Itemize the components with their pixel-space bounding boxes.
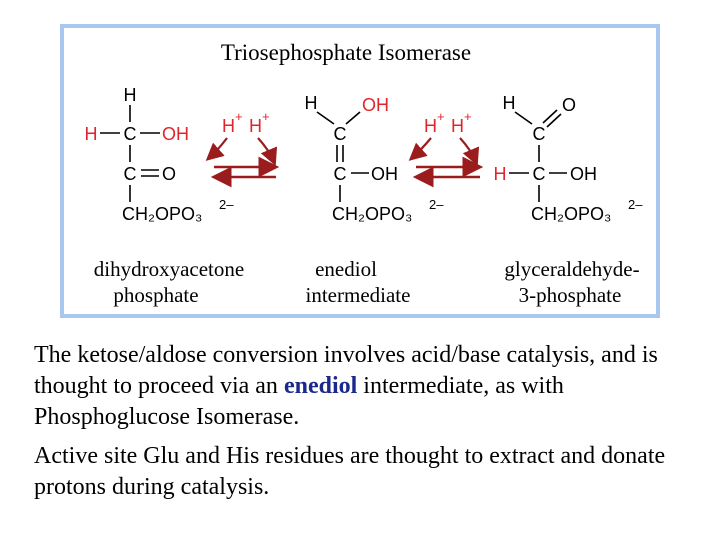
gap-charge: 2– (628, 197, 643, 212)
right-proton-h2: H (451, 116, 464, 136)
gap-name-line2: 3-phosphate (519, 283, 622, 307)
diagram-title: Triosephosphate Isomerase (221, 40, 471, 65)
right-curved-arrow-in (459, 137, 480, 167)
right-curved-arrow-out (408, 137, 432, 161)
left-proton-plus1: + (235, 109, 243, 124)
explanation-text: The ketose/aldose conversion involves ac… (34, 340, 704, 511)
enediol-row2-oh: OH (371, 164, 398, 184)
dhap-top-h: H (124, 85, 137, 105)
enediol-top-h: H (305, 93, 318, 113)
gap-top-h: H (503, 93, 516, 113)
enediol-bond-oh (345, 111, 361, 125)
tim-reaction-diagram: Triosephosphate Isomerase H H C OH C O C… (85, 40, 644, 307)
gap-row1-c: C (533, 124, 546, 144)
paragraph-mechanism: The ketose/aldose conversion involves ac… (34, 340, 704, 433)
dhap-charge: 2– (219, 197, 234, 212)
right-proton-plus2: + (464, 109, 472, 124)
left-curved-arrow-in (257, 137, 278, 167)
enediol-row1-c: C (334, 124, 347, 144)
left-curved-arrow-out (205, 137, 228, 161)
para1-after: intermediate, as with Phosphoglucose Iso… (34, 373, 564, 430)
dhap-row1-h: H (85, 124, 98, 144)
dhap-row2-c: C (124, 164, 137, 184)
left-proton-transfer: H + H + (205, 109, 280, 188)
gap-name-line1: glyceraldehyde- (504, 257, 639, 281)
right-proton-plus1: + (437, 109, 445, 124)
left-proton-plus2: + (262, 109, 270, 124)
enediol-bond-h (316, 111, 335, 125)
dhap-molecule: H H C OH C O CH₂OPO₃ 2– dihydroxyacetone… (85, 85, 245, 307)
dhap-name-line1: dihydroxyacetone (94, 257, 244, 281)
gap-molecule: H O C H C OH CH₂OPO₃ 2– glyceraldehyde- … (494, 93, 644, 307)
dhap-name-line2: phosphate (113, 283, 198, 307)
enediol-name-line1: enediol (315, 257, 377, 281)
dhap-row2-o: O (162, 164, 176, 184)
enediol-phosphate: CH₂OPO₃ (332, 204, 412, 224)
gap-bond-h (514, 111, 533, 125)
para1-before: The ketose/aldose conversion involves ac… (34, 342, 658, 399)
enediol-charge: 2– (429, 197, 444, 212)
enediol-name-line2: intermediate (306, 283, 411, 307)
right-proton-transfer: H + H + (408, 109, 484, 188)
left-proton-h2: H (249, 116, 262, 136)
enediol-top-oh: OH (362, 95, 389, 115)
enediol-highlight: enediol (283, 373, 358, 399)
gap-top-o: O (562, 95, 576, 115)
diagram-frame: Triosephosphate Isomerase H H C OH C O C… (60, 24, 660, 318)
gap-row2-oh: OH (570, 164, 597, 184)
dhap-row1-c: C (124, 124, 137, 144)
right-proton-h1: H (424, 116, 437, 136)
enediol-row2-c: C (334, 164, 347, 184)
gap-row2-h: H (494, 164, 507, 184)
enediol-molecule: H OH C C OH CH₂OPO₃ 2– enediol intermedi… (305, 93, 445, 307)
paragraph-active-site: Active site Glu and His residues are tho… (34, 443, 666, 500)
gap-double-bond-a (542, 109, 558, 124)
dhap-row1-oh: OH (162, 124, 189, 144)
gap-phosphate: CH₂OPO₃ (531, 204, 611, 224)
gap-double-bond-b (546, 113, 562, 128)
left-proton-h1: H (222, 116, 235, 136)
gap-row2-c: C (533, 164, 546, 184)
dhap-phosphate: CH₂OPO₃ (122, 204, 202, 224)
